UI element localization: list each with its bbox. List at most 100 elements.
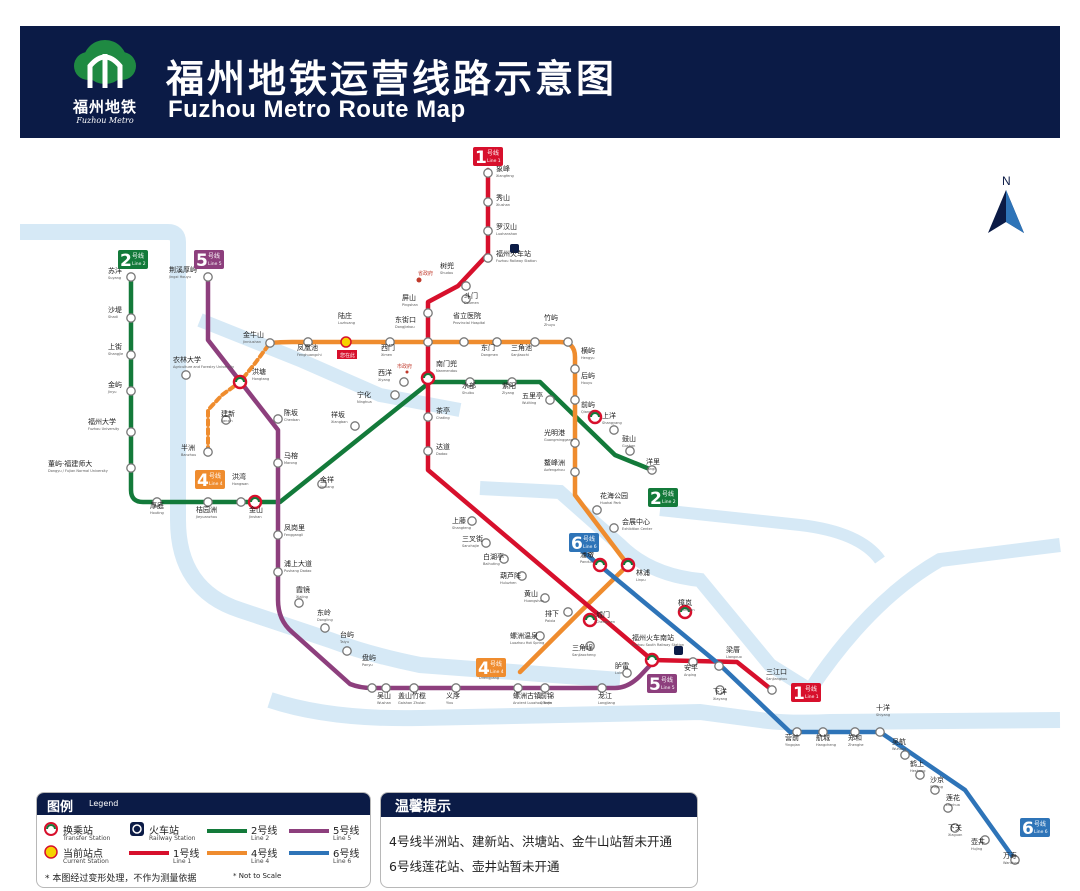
station-name-en: Yangli <box>646 467 656 471</box>
station-name-cn: 葫芦阵 <box>500 571 521 580</box>
page-title-en: Fuzhou Metro Route Map <box>168 96 466 123</box>
station-dot <box>792 727 802 737</box>
station-dot <box>152 497 162 507</box>
